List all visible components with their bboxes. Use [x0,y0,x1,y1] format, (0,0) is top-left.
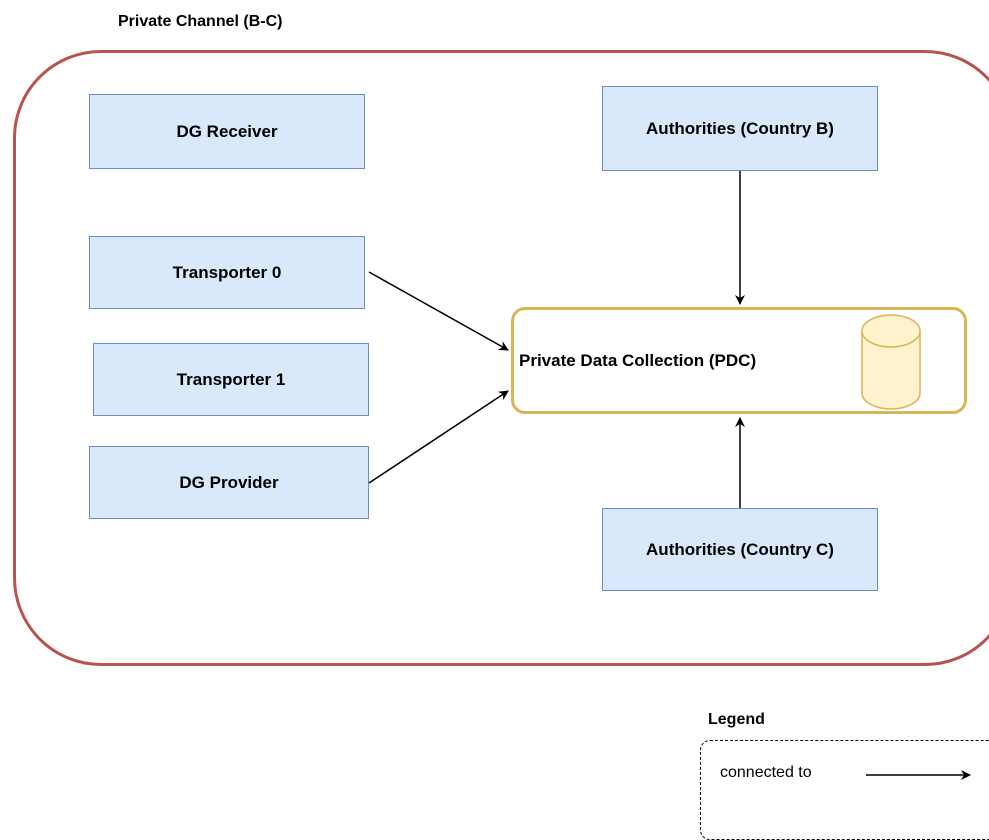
node-transporter-0[interactable]: Transporter 0 [89,236,365,309]
diagram-title: Private Channel (B-C) [118,13,283,30]
pdc-label: Private Data Collection (PDC) [519,350,757,370]
legend-box [700,740,989,840]
legend-item-label: connected to [720,764,812,781]
node-dg-provider[interactable]: DG Provider [89,446,369,519]
legend-title: Legend [708,711,765,728]
diagram-canvas [368,171,971,780]
database-icon [861,314,921,410]
private-channel-frame [13,50,989,666]
node-transporter-1[interactable]: Transporter 1 [93,343,369,416]
edge-dg-provider-to-pdc [368,390,509,484]
node-dg-receiver[interactable]: DG Receiver [89,94,365,169]
node-authorities-country-b[interactable]: Authorities (Country B) [602,86,878,171]
edge-transporter-0-to-pdc [368,271,509,351]
node-authorities-country-c[interactable]: Authorities (Country C) [602,508,878,591]
